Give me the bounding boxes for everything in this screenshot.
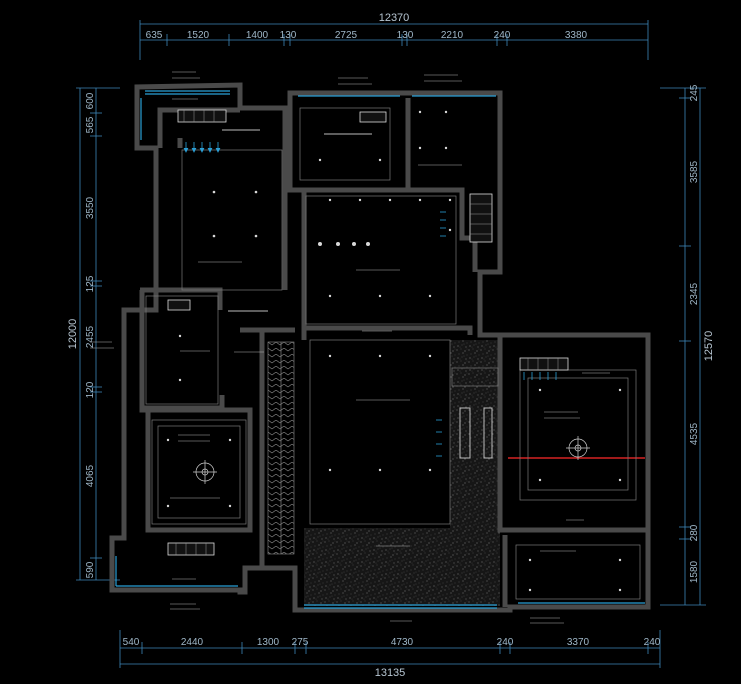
top-dimension: 130: [280, 30, 297, 41]
dimension-labels: 12370 635 1520 1400 130 2725 130 2210 24…: [67, 12, 715, 679]
right-dimension: 4535: [689, 422, 700, 445]
left-dimension: 4065: [85, 464, 96, 487]
left-dimension: 3550: [85, 196, 96, 219]
bottom-dimension: 3370: [567, 637, 590, 648]
top-dimension: 1400: [246, 30, 269, 41]
dimension-lines: [76, 20, 706, 668]
left-dimension: 565: [85, 116, 96, 133]
ceiling-outlines: [145, 107, 641, 600]
bottom-dimension: 1300: [257, 637, 280, 648]
left-dimension: 590: [85, 561, 96, 578]
windows: [115, 90, 645, 609]
bottom-dimension: 4730: [391, 637, 414, 648]
pendant-light: [193, 436, 590, 484]
light-fixtures: [166, 110, 622, 592]
bottom-total-dimension: 13135: [375, 667, 406, 679]
bottom-dimension: 240: [644, 637, 661, 648]
left-dimension: 2455: [85, 325, 96, 348]
left-dimension: 125: [85, 275, 96, 292]
right-dimension: 1580: [689, 560, 700, 583]
top-dimension: 1520: [187, 30, 210, 41]
right-dimension: 3585: [689, 160, 700, 183]
terrazzo-floor-area: [304, 528, 500, 606]
top-dimension: 2210: [441, 30, 464, 41]
top-dimension: 240: [494, 30, 511, 41]
bottom-dimension: 540: [123, 637, 140, 648]
airflow-arrows: [183, 142, 557, 457]
top-dimension: 3380: [565, 30, 588, 41]
top-dimension: 130: [397, 30, 414, 41]
right-dimension: 2345: [689, 282, 700, 305]
right-dimension: 280: [689, 524, 700, 541]
top-dimension: 635: [146, 30, 163, 41]
left-dimension: 120: [85, 381, 96, 398]
bottom-dimension: 2440: [181, 637, 204, 648]
right-total-dimension: 12570: [703, 331, 715, 362]
bottom-dimension: 275: [292, 637, 309, 648]
bottom-dimension: 240: [497, 637, 514, 648]
right-dimension: 245: [689, 84, 700, 101]
left-dimension: 600: [85, 92, 96, 109]
top-dimension: 2725: [335, 30, 358, 41]
room-annotation: [90, 71, 610, 624]
left-total-dimension: 12000: [67, 319, 79, 350]
top-total-dimension: 12370: [379, 12, 410, 24]
